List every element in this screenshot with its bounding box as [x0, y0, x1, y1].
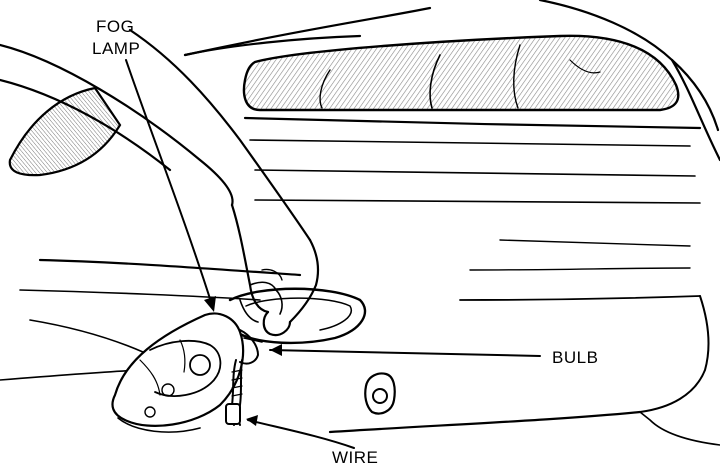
technician-hand	[0, 28, 320, 337]
wire-harness	[225, 359, 243, 426]
wire-label: WIRE	[332, 448, 378, 466]
fog-lamp-housing	[111, 312, 245, 433]
fog-lamp-opening	[228, 287, 367, 345]
bulb-label: BULB	[552, 348, 598, 367]
fog-lamp-label-line1: FOG	[96, 17, 134, 36]
bulb-leader	[269, 344, 541, 357]
mounting-bracket	[364, 372, 396, 415]
fog-lamp-label-line2: LAMP	[92, 39, 140, 58]
fog-lamp-leader	[125, 59, 216, 312]
upper-lamp-lens	[242, 34, 680, 112]
wire-leader	[246, 415, 355, 449]
bulb-socket	[239, 329, 263, 365]
headlamp-lens	[8, 86, 122, 177]
